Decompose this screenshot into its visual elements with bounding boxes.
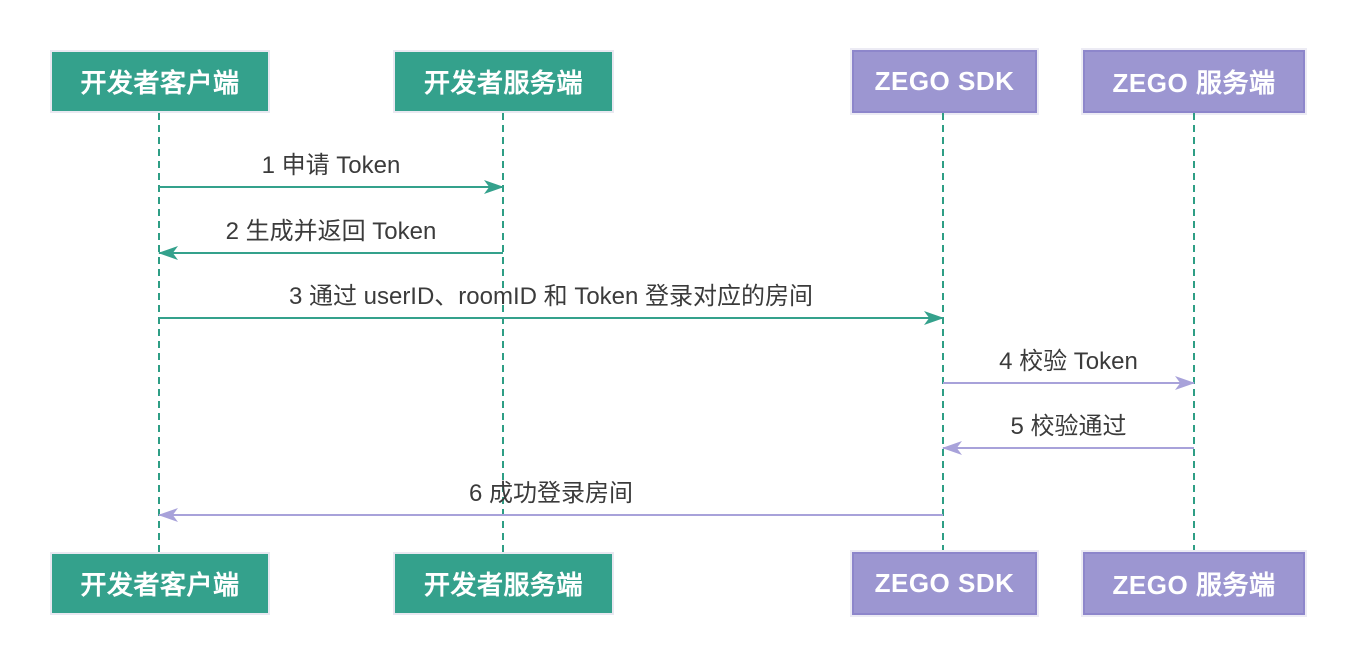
- lifeline-zego-sdk: [942, 113, 944, 552]
- actor-label: 开发者客户端: [80, 68, 240, 98]
- actor-developer-client-top: 开发者客户端: [50, 50, 270, 113]
- actor-label: 开发者服务端: [423, 570, 583, 600]
- actor-developer-server-bottom: 开发者服务端: [393, 552, 614, 615]
- lifeline-developer-client: [158, 113, 160, 552]
- message-arrow-line: [942, 441, 1194, 455]
- actor-label: ZEGO SDK: [874, 66, 1015, 96]
- message-arrow-line: [158, 246, 503, 260]
- message-arrow-line: [159, 311, 944, 325]
- arrowhead-right-icon: [924, 311, 944, 325]
- actor-zego-sdk-top: ZEGO SDK: [852, 50, 1037, 113]
- actor-label: 开发者服务端: [423, 68, 583, 98]
- message-4-verify-token: 4 校验 Token: [943, 345, 1195, 390]
- message-label: 6 成功登录房间: [468, 480, 633, 507]
- actor-developer-server-top: 开发者服务端: [393, 50, 614, 113]
- message-3-login-room: 3 通过 userID、roomID 和 Token 登录对应的房间: [159, 280, 944, 325]
- actor-label: ZEGO 服务端: [1112, 68, 1276, 98]
- message-1-request-token: 1 申请 Token: [159, 149, 504, 194]
- lifeline-zego-server: [1193, 113, 1195, 552]
- message-2-return-token: 2 生成并返回 Token: [158, 215, 503, 260]
- actor-zego-server-bottom: ZEGO 服务端: [1083, 552, 1305, 615]
- message-label: 2 生成并返回 Token: [225, 218, 437, 245]
- actor-zego-sdk-bottom: ZEGO SDK: [852, 552, 1037, 615]
- message-label: 1 申请 Token: [261, 152, 401, 179]
- message-5-verify-passed: 5 校验通过: [942, 410, 1194, 455]
- message-6-login-success: 6 成功登录房间: [158, 477, 943, 522]
- actor-label: ZEGO 服务端: [1112, 570, 1276, 600]
- message-arrow-line: [159, 180, 504, 194]
- actor-label: 开发者客户端: [80, 570, 240, 600]
- message-label: 4 校验 Token: [999, 348, 1138, 375]
- actor-developer-client-bottom: 开发者客户端: [50, 552, 270, 615]
- actor-zego-server-top: ZEGO 服务端: [1083, 50, 1305, 113]
- message-arrow-line: [158, 508, 943, 522]
- arrowhead-left-icon: [158, 508, 178, 522]
- arrowhead-right-icon: [484, 180, 504, 194]
- arrowhead-right-icon: [1175, 376, 1195, 390]
- message-label: 5 校验通过: [1010, 413, 1127, 440]
- actor-label: ZEGO SDK: [874, 568, 1015, 598]
- message-label: 3 通过 userID、roomID 和 Token 登录对应的房间: [288, 283, 814, 310]
- arrowhead-left-icon: [942, 441, 962, 455]
- lifeline-developer-server: [502, 113, 504, 552]
- arrowhead-left-icon: [158, 246, 178, 260]
- message-arrow-line: [943, 376, 1195, 390]
